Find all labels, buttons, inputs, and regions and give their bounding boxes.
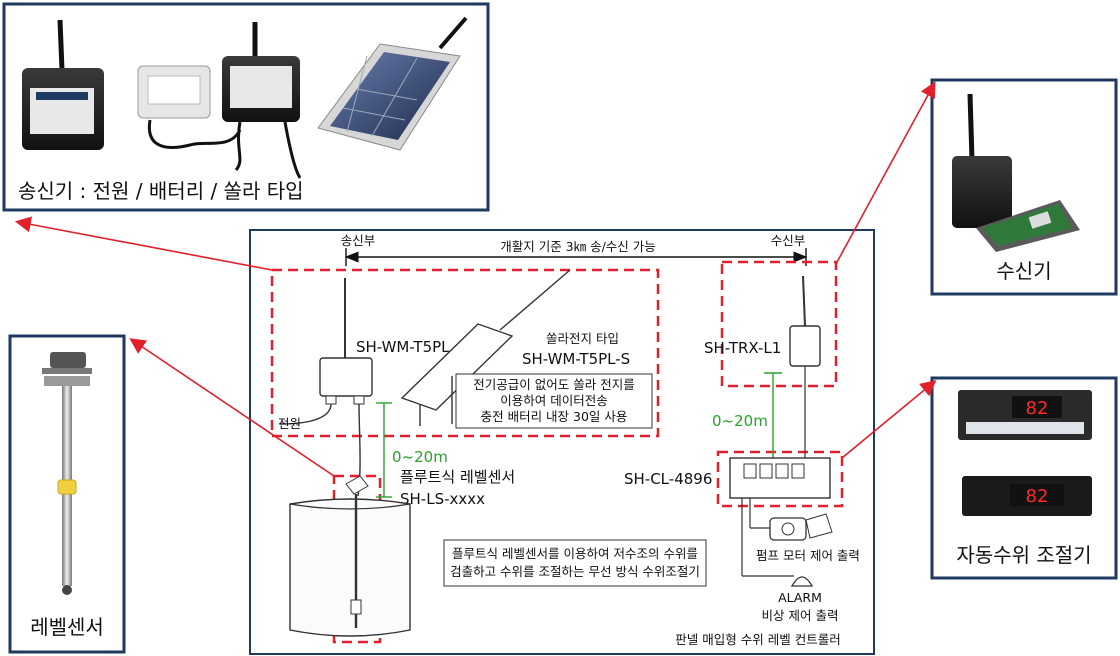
transmitter-battery-photo xyxy=(137,65,242,149)
description-line-1: 플루트식 레벨센서를 이용하여 저수조의 수위를 xyxy=(452,546,698,561)
solar-model: SH-WM-T5PL-S xyxy=(522,350,630,368)
transmitter-panel: 송신기 : 전원 / 배터리 / 쏠라 타입 xyxy=(2,2,490,212)
controller-model: SH-CL-4896 xyxy=(624,470,712,488)
solar-drawing xyxy=(400,269,571,426)
rx-section-label: 수신부 xyxy=(771,233,806,248)
tx-section-label: 송신부 xyxy=(341,233,376,248)
tx-model: SH-WM-T5PL xyxy=(356,338,450,356)
alarm-drawing xyxy=(790,576,814,587)
solar-note-line-3: 충전 배터리 내장 30일 사용 xyxy=(481,409,628,424)
receiver-photo xyxy=(952,93,1080,252)
transmitter-power-photo xyxy=(22,19,104,150)
distance-left: 0~20m xyxy=(392,448,448,466)
controller-photo-1: 82 xyxy=(958,390,1092,440)
pump-drawing xyxy=(769,513,833,541)
controller-drawing xyxy=(729,457,831,577)
sensor-name: 플루트식 레벨센서 xyxy=(400,468,515,486)
solar-title: 쏠라전지 타입 xyxy=(546,331,619,346)
receiver-caption: 수신기 xyxy=(996,259,1051,283)
callout-arrow-controller xyxy=(841,379,937,459)
controller-caption: 자동수위 조절기 xyxy=(956,543,1091,567)
water-tank xyxy=(289,475,411,637)
receiver-panel: 수신기 xyxy=(930,78,1118,296)
range-text: 개활지 기준 3㎞ 송/수신 가능 xyxy=(500,239,656,254)
sensor-model: SH-LS-xxxx xyxy=(400,490,485,508)
display-value: 82 xyxy=(1026,398,1049,419)
transmitter-highlight xyxy=(270,268,660,438)
receiver-highlight xyxy=(720,260,838,388)
footer-text: 판넬 매입형 수위 레벨 컨트롤러 xyxy=(675,632,840,647)
tx-device-drawing xyxy=(279,278,373,497)
level-sensor-photo xyxy=(42,352,92,595)
main-diagram: 개활지 기준 3㎞ 송/수신 가능 송신부 수신부 SH-WM-T5PL 전원 … xyxy=(249,229,875,655)
callout-arrow-sensor xyxy=(129,338,335,477)
controller-panel: 82 82 자동수위 조절기 xyxy=(930,376,1118,580)
power-label: 전원 xyxy=(278,416,301,431)
alarm-label: ALARM xyxy=(778,590,822,605)
transmitter-caption: 송신기 : 전원 / 배터리 / 쏠라 타입 xyxy=(18,179,304,203)
rx-device-drawing xyxy=(789,275,821,460)
solar-panel-photo xyxy=(317,16,468,151)
transmitter-battery2-photo xyxy=(222,22,302,179)
display-value-2: 82 xyxy=(1026,486,1049,507)
controller-photo-2: 82 xyxy=(962,476,1092,516)
solar-note-line-2: 이용하여 데이터전송 xyxy=(500,393,607,408)
solar-note-box xyxy=(455,373,653,429)
pump-label: 펌프 모터 제어 출력 xyxy=(756,548,860,563)
callout-arrow-receiver xyxy=(835,81,936,265)
description-box xyxy=(443,539,707,587)
solar-note-line-1: 전기공급이 없어도 쏠라 전지를 xyxy=(473,377,634,392)
description-line-2: 검출하고 수위를 조절하는 무선 방식 수위조절기 xyxy=(450,564,700,579)
level-sensor-panel: 레벨센서 xyxy=(8,334,126,654)
rx-model: SH-TRX-L1 xyxy=(704,339,781,357)
distance-right: 0~20m xyxy=(712,412,768,430)
callout-arrow-transmitter xyxy=(14,216,273,271)
emergency-label: 비상 제어 출력 xyxy=(762,608,839,623)
controller-highlight xyxy=(716,450,844,508)
level-sensor-caption: 레벨센서 xyxy=(30,615,104,639)
